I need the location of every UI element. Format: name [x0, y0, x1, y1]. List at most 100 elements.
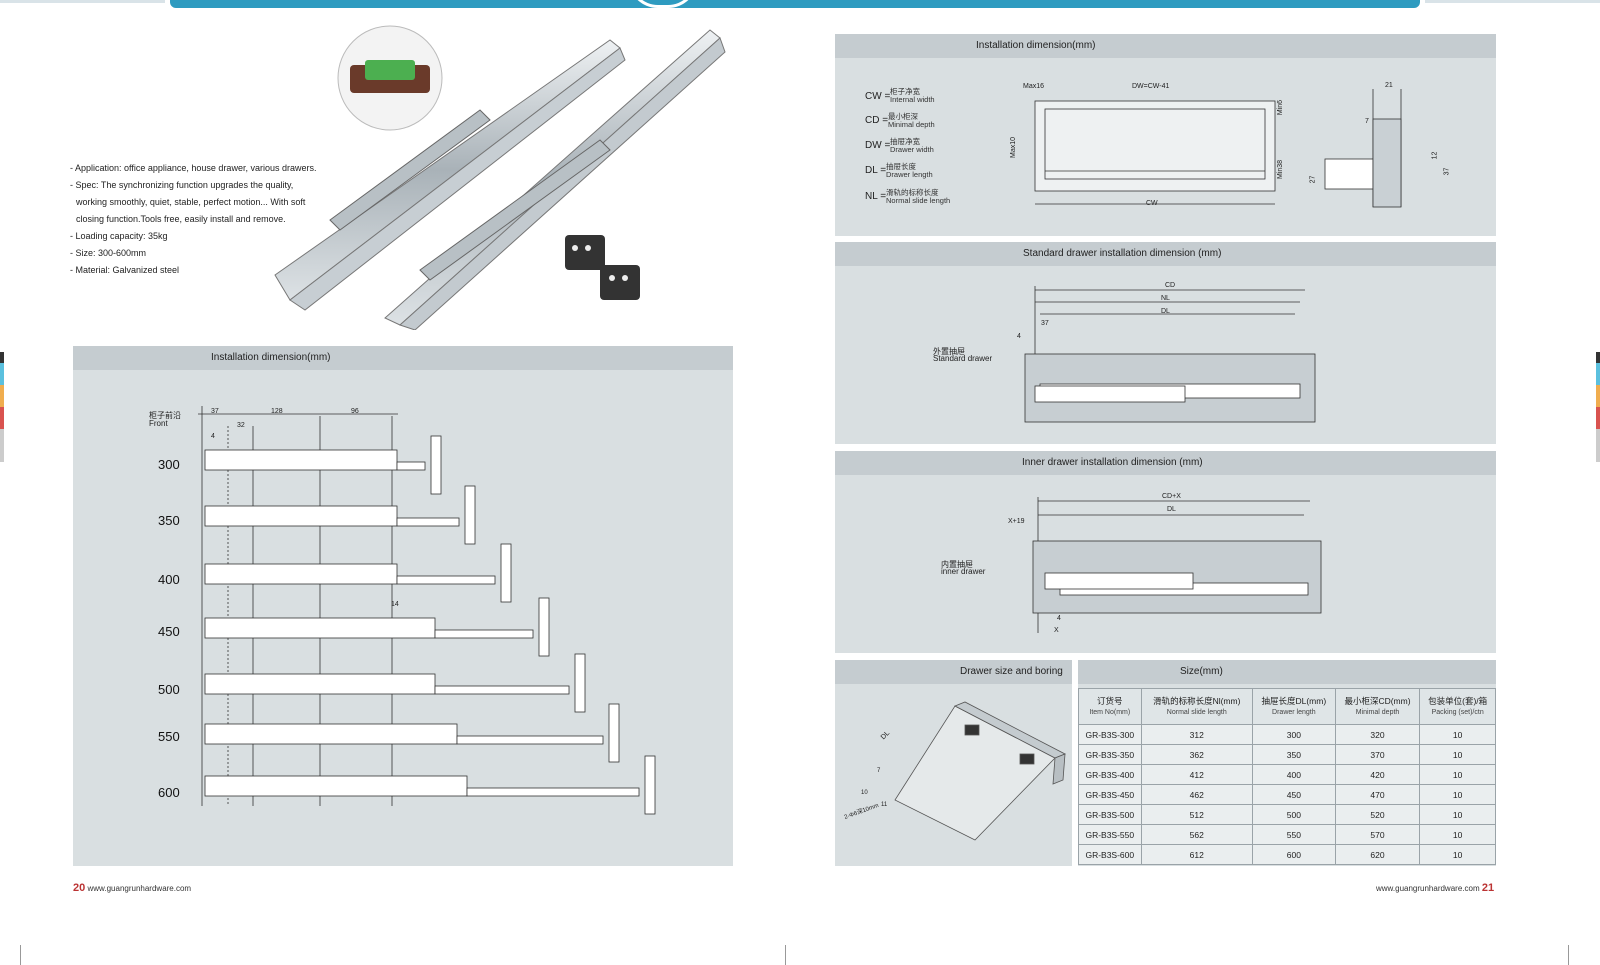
top-bar-right	[1425, 0, 1600, 3]
dim-7: 7	[877, 768, 881, 774]
footer-website[interactable]: www.guangrunhardware.com	[87, 884, 192, 893]
dim-cdx: CD+X	[1162, 493, 1181, 500]
min-depth-cell: 370	[1334, 744, 1421, 765]
product-spec-list: - Application: office appliance, house d…	[70, 160, 330, 279]
dim-max16: Max16	[1023, 83, 1045, 90]
left-installation-panel: Installation dimension(mm) 柜子前沿 Front 37…	[73, 346, 733, 866]
crop-mark	[785, 945, 786, 965]
packing-cell: 10	[1419, 824, 1496, 845]
item-no-cell: GR-B3S-450	[1078, 784, 1142, 805]
dim-cd: CD	[1165, 282, 1176, 289]
drawer-length-cell: 400	[1251, 764, 1336, 785]
dim-x19: X+19	[1008, 518, 1025, 525]
legend-code: NL =	[865, 191, 887, 202]
legend-code: DL =	[865, 165, 887, 176]
slide-length-cell: 362	[1140, 744, 1253, 765]
drawer-length-cell: 300	[1251, 724, 1336, 745]
legend-code: CW =	[865, 91, 891, 102]
spec-line: closing function.Tools free, easily inst…	[76, 214, 286, 224]
spec-line: - Application: office appliance, house d…	[70, 163, 317, 173]
legend-cn: 滑轨的标称长度	[886, 188, 939, 197]
panel-title: Size(mm)	[1180, 666, 1223, 677]
dim-cw: CW	[1146, 200, 1158, 207]
front-label-en: Front	[149, 419, 168, 428]
page-number: 21	[1481, 882, 1495, 894]
packing-cell: 10	[1419, 724, 1496, 745]
install-dimension-panel: Installation dimension(mm) CW = 柜子净宽 Int…	[835, 34, 1496, 236]
legend-cn: 抽屉长度	[886, 162, 916, 171]
panel-header: Installation dimension(mm)	[73, 346, 733, 370]
panel-title: Installation dimension(mm)	[211, 352, 331, 363]
packing-cell: 10	[1419, 744, 1496, 765]
drawer-type-en: Standard drawer	[933, 354, 993, 363]
drawer-length-cell: 600	[1251, 844, 1336, 865]
left-footer: 20 www.guangrunhardware.com	[73, 882, 191, 894]
dim-10: 10	[861, 790, 868, 796]
print-color-strip	[1596, 352, 1600, 462]
crop-mark	[1568, 945, 1569, 965]
print-color-strip	[0, 352, 4, 462]
item-no-cell: GR-B3S-350	[1078, 744, 1142, 765]
panel-header: Drawer size and boring	[835, 660, 1072, 684]
drawer-length-cell: 500	[1251, 804, 1336, 825]
min-depth-cell: 520	[1334, 804, 1421, 825]
panel-header: Size(mm)	[1078, 660, 1496, 684]
dim-128: 128	[271, 408, 283, 415]
dim-7: 7	[1365, 118, 1369, 125]
min-depth-cell: 420	[1334, 764, 1421, 785]
drawer-boring-panel: Drawer size and boring DL 7 10 11 31 2-Φ…	[835, 660, 1072, 866]
panel-title: Drawer size and boring	[960, 666, 1063, 677]
panel-header: Standard drawer installation dimension (…	[835, 242, 1496, 266]
legend-cn: 最小柜深	[888, 112, 918, 121]
slide-length-cell: 312	[1140, 724, 1253, 745]
table-header-cell: 最小柜深CD(mm)Minimal depth	[1334, 688, 1421, 725]
dim-11: 11	[881, 802, 888, 808]
slide-length-cell: 512	[1140, 804, 1253, 825]
slide-dimension-drawing	[198, 406, 656, 815]
drawer-length-cell: 450	[1251, 784, 1336, 805]
dim-4: 4	[211, 433, 215, 440]
drawer-box-drawing	[894, 701, 1066, 841]
legend-en: Minimal depth	[888, 120, 935, 129]
dim-nl: NL	[1161, 295, 1170, 302]
panel-header: Installation dimension(mm)	[835, 34, 1496, 58]
size-label: 550	[158, 729, 180, 744]
legend-code: CD =	[865, 115, 889, 126]
legend-en: Drawer length	[886, 170, 933, 179]
min-depth-cell: 620	[1334, 844, 1421, 865]
legend-en: Normal slide length	[886, 196, 951, 205]
panel-title: Standard drawer installation dimension (…	[1023, 248, 1222, 259]
footer-website[interactable]: www.guangrunhardware.com	[1376, 884, 1480, 893]
panel-header: Inner drawer installation dimension (mm)	[835, 451, 1496, 475]
top-bar-left	[0, 0, 165, 3]
panel-title: Inner drawer installation dimension (mm)	[1022, 457, 1203, 468]
size-label: 300	[158, 457, 180, 472]
dim-21: 21	[1385, 82, 1393, 89]
slide-length-cell: 562	[1140, 824, 1253, 845]
size-label: 450	[158, 624, 180, 639]
spec-line: - Material: Galvanized steel	[70, 265, 180, 275]
size-label: 600	[158, 785, 180, 800]
legend-en: Internal width	[890, 95, 935, 104]
hole-spec: 2-Φ6深10mm	[843, 802, 880, 821]
packing-cell: 10	[1419, 764, 1496, 785]
dim-37: 37	[1041, 320, 1049, 327]
standard-drawer-panel: Standard drawer installation dimension (…	[835, 242, 1496, 444]
drawer-type-en: inner drawer	[941, 567, 986, 576]
panel-title: Installation dimension(mm)	[976, 40, 1096, 51]
dim-37: 37	[211, 408, 219, 415]
dim-dwcw: DW=CW-41	[1132, 83, 1170, 90]
packing-cell: 10	[1419, 784, 1496, 805]
item-no-cell: GR-B3S-500	[1078, 804, 1142, 825]
dim-96: 96	[351, 408, 359, 415]
